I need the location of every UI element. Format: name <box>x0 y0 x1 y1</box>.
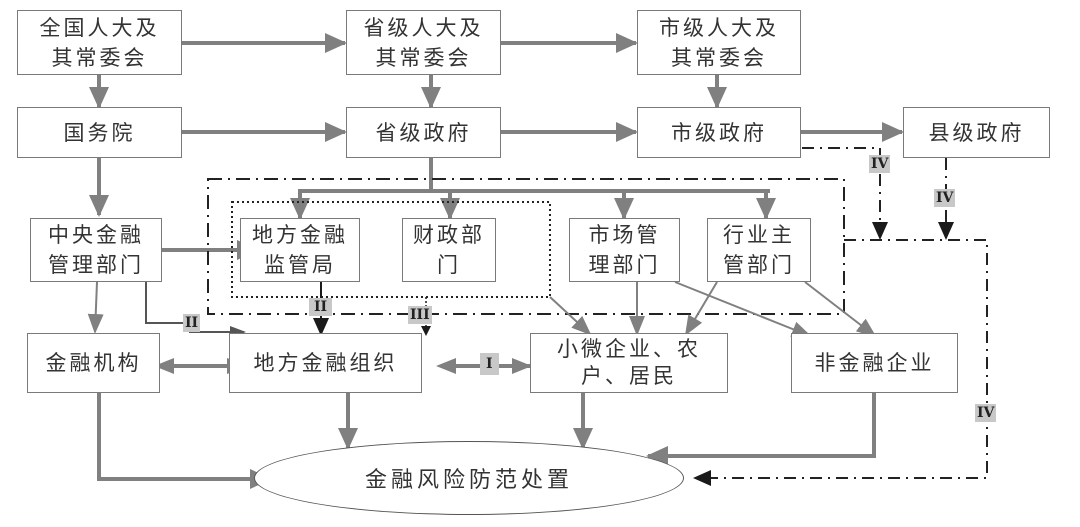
connector-city-gov-iv <box>802 147 888 240</box>
node-non-fin-enterprises: 非金融企业 <box>791 333 958 393</box>
node-label: 地方金融 监管局 <box>252 223 348 277</box>
node-market-admin: 市场管 理部门 <box>569 218 680 282</box>
node-label: 金融风险防范处置 <box>364 468 573 493</box>
arrow-finance-group-to-small-enterprises <box>549 296 592 336</box>
node-state-council: 国务院 <box>17 107 182 158</box>
node-county-gov: 县级政府 <box>903 107 1050 158</box>
local-finance-group-boundary <box>231 201 551 298</box>
node-label: 全国人大及 其常委会 <box>39 15 160 70</box>
node-label: 小微企业、农 户、居民 <box>557 337 701 388</box>
tag-iv-county: IV <box>934 189 956 207</box>
tag-ii-central: II <box>183 314 201 332</box>
node-city-gov: 市级政府 <box>637 107 801 158</box>
tag-iv-return: IV <box>975 404 997 422</box>
node-small-enterprises: 小微企业、农 户、居民 <box>530 333 728 393</box>
arrow-industry-admin-to-non-fin <box>804 281 877 338</box>
node-npc-city: 市级人大及 其常委会 <box>637 10 801 75</box>
local-government-boundary <box>207 178 845 315</box>
node-fin-institutions: 金融机构 <box>27 333 160 393</box>
node-label: 行业主 管部门 <box>723 223 795 277</box>
arrow-non-fin-to-risk <box>646 393 876 466</box>
tag-iii: III <box>408 306 432 324</box>
node-finance-dept: 财政部 门 <box>402 218 496 282</box>
arrow-central-fin-to-fin-institutions <box>87 281 104 334</box>
arrow-market-admin-to-non-fin <box>674 281 812 337</box>
node-label: 省级政府 <box>375 120 472 145</box>
node-local-fin-orgs: 地方金融组织 <box>229 333 422 393</box>
node-provincial-gov: 省级政府 <box>346 107 501 158</box>
node-label: 市级政府 <box>671 120 767 145</box>
node-risk-disposal: 金融风险防范处置 <box>254 441 684 515</box>
tag-ii-bureau: II <box>309 298 333 316</box>
node-npc-provincial: 省级人大及 其常委会 <box>346 10 501 75</box>
tag-iv-city: IV <box>869 155 891 173</box>
node-label: 省级人大及 其常委会 <box>363 15 484 70</box>
connector-iv-to-risk <box>693 239 988 486</box>
node-label: 市级人大及 其常委会 <box>659 15 779 70</box>
node-label: 中央金融 管理部门 <box>48 223 144 277</box>
node-label: 地方金融组织 <box>253 351 398 375</box>
node-label: 非金融企业 <box>814 351 935 375</box>
arrow-fin-institutions-to-risk <box>97 393 272 489</box>
node-npc-national: 全国人大及 其常委会 <box>17 10 182 75</box>
node-label: 县级政府 <box>928 120 1025 145</box>
node-central-fin-admin: 中央金融 管理部门 <box>30 218 162 282</box>
node-label: 国务院 <box>63 120 136 145</box>
node-label: 金融机构 <box>45 351 142 375</box>
tag-i: I <box>480 353 499 375</box>
arrow-industry-admin-to-small-enterprises <box>684 281 718 336</box>
node-local-fin-bureau: 地方金融 监管局 <box>240 218 360 282</box>
node-label: 市场管 理部门 <box>588 223 661 277</box>
node-label: 财政部 门 <box>413 223 485 277</box>
node-industry-admin: 行业主 管部门 <box>707 218 811 282</box>
